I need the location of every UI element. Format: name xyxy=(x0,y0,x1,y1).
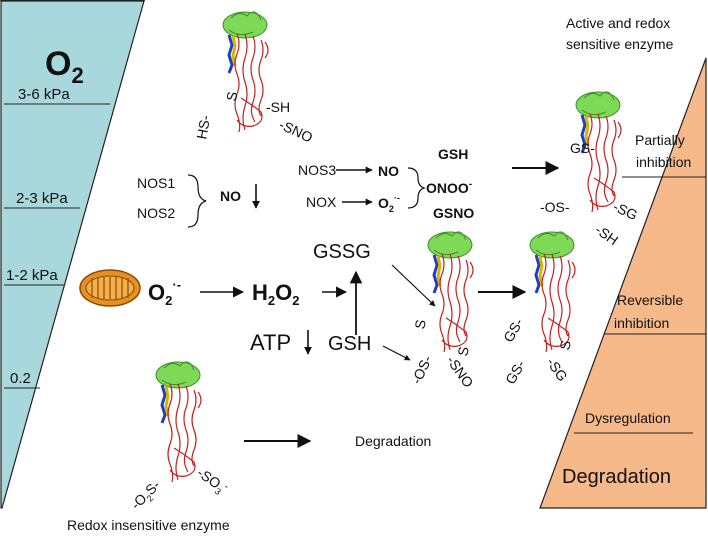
partial-inhibition-label-line1: Partially xyxy=(635,132,685,148)
reversible-inhibition-label-line2: inhibition xyxy=(614,315,669,331)
reversible-b-label-sg: -SG xyxy=(544,355,571,385)
reversible-inhibition-label-line1: Reversible xyxy=(617,292,683,308)
oxygen-gradient-wedge-fill xyxy=(0,0,145,509)
oxygen-level-1: 3-6 kPa xyxy=(18,86,70,103)
reversible-a-label-s2: S xyxy=(454,345,471,357)
partial-enzyme-label-sg: -SG xyxy=(611,198,640,223)
nos-bracket xyxy=(187,174,207,228)
active-enzyme-structure xyxy=(221,10,270,134)
partial-enzyme-label-os: -OS- xyxy=(540,199,570,215)
reversible-b-label-gs2: GS- xyxy=(502,357,528,387)
ros-bracket xyxy=(407,167,426,209)
partial-enzyme-label-sh: -SH xyxy=(592,221,621,248)
peroxynitrite-label: ONOO- xyxy=(426,179,472,196)
nos2-label: NOS2 xyxy=(137,205,175,221)
insensitive-enzyme-label-o2s: -O2S- xyxy=(127,477,165,515)
active-enzyme-label-hs: HS- xyxy=(193,114,213,141)
gssg-label: GSSG xyxy=(313,241,371,263)
active-enzyme-caption-line2: sensitive enzyme xyxy=(566,36,674,52)
oxygen-symbol: O2 xyxy=(45,45,84,88)
active-enzyme-label-s: S xyxy=(223,90,240,102)
active-enzyme-label-sh: -SH xyxy=(266,99,290,115)
active-enzyme-label-sno: -SNO xyxy=(277,116,316,145)
active-enzyme-caption-line1: Active and redox xyxy=(566,15,670,31)
oxygen-level-3: 1-2 kPa xyxy=(6,267,58,284)
oxygen-level-2: 2-3 kPa xyxy=(16,190,68,207)
enzyme-activity-wedge xyxy=(539,57,707,509)
ros-gsh-label: GSH xyxy=(438,146,468,162)
reversible-a-label-sno: -SNO xyxy=(444,353,477,391)
ros-gsno-label: GSNO xyxy=(433,205,474,221)
reversible-a-label-s1: S xyxy=(411,318,428,330)
ros-superoxide-label: O2·- xyxy=(378,193,400,214)
ros-no-label: NO xyxy=(378,163,399,179)
gsh-to-reversible-arrow xyxy=(382,345,411,361)
reversible-b-label-gs1: GS- xyxy=(500,315,526,345)
nos1-label: NOS1 xyxy=(137,175,175,191)
insensitive-enzyme-caption: Redox insensitive enzyme xyxy=(67,517,230,533)
partial-enzyme-label-gs: GS- xyxy=(570,140,595,156)
reversible-enzyme-b-structure xyxy=(528,230,577,354)
mitochondrion-icon xyxy=(79,269,141,307)
reversible-b-label-s: S xyxy=(556,339,573,351)
insensitive-enzyme-label-so3: -SO3- xyxy=(193,464,231,499)
degradation-stage-label: Degradation xyxy=(562,466,671,488)
atp-label: ATP xyxy=(250,330,291,355)
h2o2-label: H2O2 xyxy=(252,280,299,308)
nos3-label: NOS3 xyxy=(298,162,336,178)
nos-no-label: NO xyxy=(220,188,241,204)
degradation-label: Degradation xyxy=(355,433,431,449)
mito-gsh-label: GSH xyxy=(328,333,371,355)
gssg-to-reversible-arrow xyxy=(391,264,436,307)
dysregulation-label: Dysregulation xyxy=(585,410,671,426)
partial-inhibition-label-line2: inhibition xyxy=(636,154,691,170)
reversible-a-label-os: -OS- xyxy=(408,353,435,387)
oxygen-level-4: 0.2 xyxy=(10,370,31,387)
insensitive-enzyme-structure xyxy=(154,360,203,484)
mito-superoxide-label: O2·- xyxy=(148,277,181,308)
nox-label: NOX xyxy=(306,194,337,210)
reversible-enzyme-a-structure xyxy=(426,230,475,354)
